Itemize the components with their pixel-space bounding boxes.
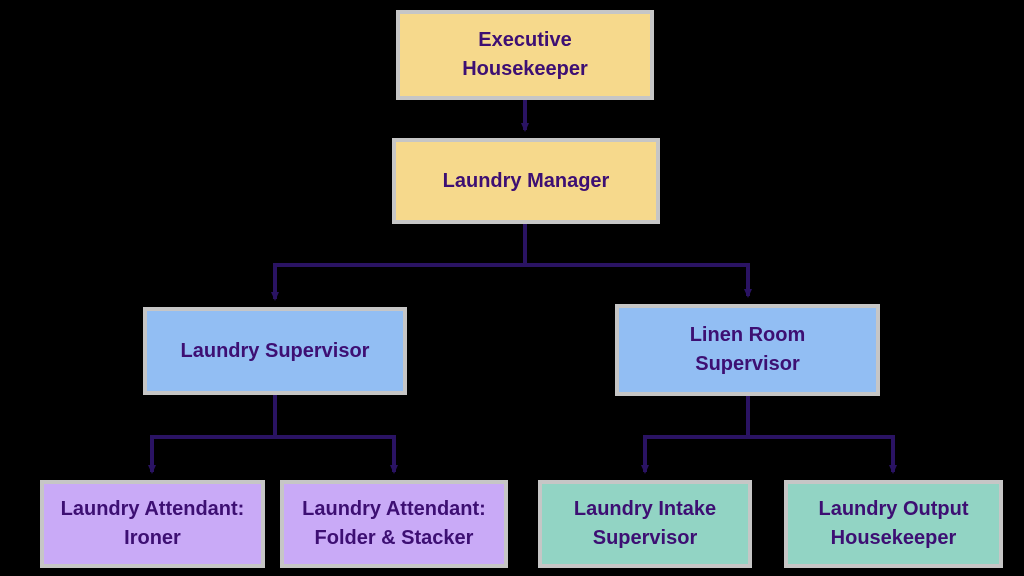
node-laundry-intake-supervisor: Laundry Intake Supervisor bbox=[538, 480, 752, 568]
connector-linen-room-trunk bbox=[645, 396, 893, 439]
node-executive-housekeeper: Executive Housekeeper bbox=[396, 10, 654, 100]
connector-laundry-supervisor-trunk bbox=[152, 395, 394, 439]
node-laundry-output-housekeeper: Laundry Output Housekeeper bbox=[784, 480, 1003, 568]
node-linen-room-supervisor: Linen Room Supervisor bbox=[615, 304, 880, 396]
node-laundry-attendant-folder-stacker: Laundry Attendant: Folder & Stacker bbox=[280, 480, 508, 568]
connector-manager-trunk bbox=[275, 224, 748, 267]
node-laundry-supervisor: Laundry Supervisor bbox=[143, 307, 407, 395]
node-laundry-attendant-ironer: Laundry Attendant: Ironer bbox=[40, 480, 265, 568]
node-laundry-manager: Laundry Manager bbox=[392, 138, 660, 224]
